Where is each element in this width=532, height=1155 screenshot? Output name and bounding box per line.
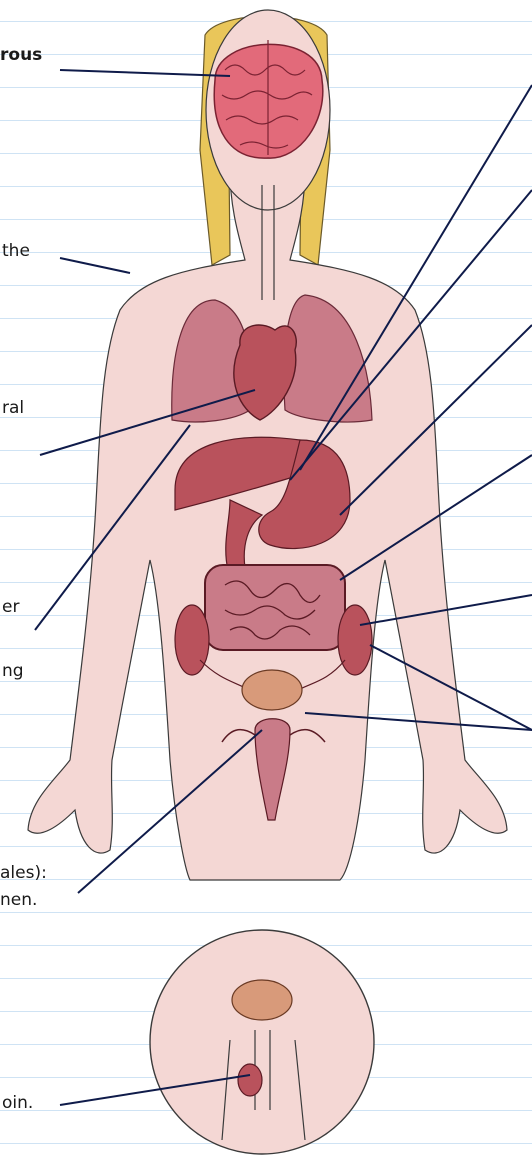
label-heart: ral (2, 398, 24, 418)
label-lungs-line2: ng (2, 661, 24, 681)
pointer-thyroid (60, 258, 130, 273)
right-kidney (338, 605, 372, 675)
label-nervous-system: rous (0, 45, 42, 65)
label-testes: oin. (2, 1093, 33, 1113)
inset-testes (238, 1064, 262, 1096)
label-uterus-line1: ales): (0, 863, 47, 883)
male-inset-circle (150, 930, 374, 1154)
inset-bladder (232, 980, 292, 1020)
bladder (242, 670, 302, 710)
label-thyroid: the (2, 241, 30, 261)
label-lungs-line1: er (2, 597, 19, 617)
label-uterus-line2: nen. (0, 890, 37, 910)
